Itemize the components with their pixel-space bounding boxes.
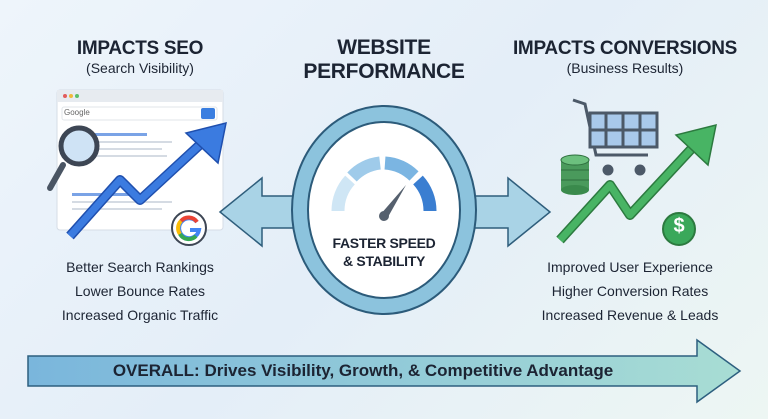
seo-growth-arrow-icon xyxy=(66,121,227,240)
seo-subtitle: (Search Visibility) xyxy=(86,60,194,76)
overall-label: OVERALL: xyxy=(112,361,200,380)
ring-text-line1: FASTER SPEED xyxy=(332,235,436,251)
magnifier-icon xyxy=(47,125,100,191)
conversion-benefit: Higher Conversion Rates xyxy=(551,283,709,299)
coin-stack-icon xyxy=(560,154,590,195)
conversions-subtitle: (Business Results) xyxy=(566,60,684,76)
seo-title: IMPACTS SEO xyxy=(76,38,204,59)
performance-ring xyxy=(291,105,477,315)
shopping-cart-icon xyxy=(572,98,659,176)
seo-benefit: Increased Organic Traffic xyxy=(61,307,219,323)
conversion-benefit: Improved User Experience xyxy=(547,259,713,275)
browser-window-icon xyxy=(56,89,224,231)
dollar-sign: $ xyxy=(673,215,685,237)
overall-arrow xyxy=(27,338,742,404)
seo-benefit: Lower Bounce Rates xyxy=(75,283,205,299)
overall-statement: OVERALL: Drives Visibility, Growth, & Co… xyxy=(28,361,698,381)
seo-benefit: Better Search Rankings xyxy=(66,259,214,275)
overall-text: Drives Visibility, Growth, & Competitive… xyxy=(199,361,614,380)
conversion-benefit: Increased Revenue & Leads xyxy=(541,307,719,323)
google-search-logo: Google xyxy=(64,108,90,117)
conversions-title: IMPACTS CONVERSIONS xyxy=(512,38,738,59)
ring-text-line2: & STABILITY xyxy=(343,253,425,269)
center-title-line2: PERFORMANCE xyxy=(303,60,465,83)
google-g-icon xyxy=(171,210,207,246)
dollar-coin-icon xyxy=(662,212,696,246)
center-title-line1: WEBSITE xyxy=(337,36,431,59)
speedometer-icon xyxy=(331,156,437,221)
conversion-growth-arrow-icon xyxy=(556,123,717,244)
